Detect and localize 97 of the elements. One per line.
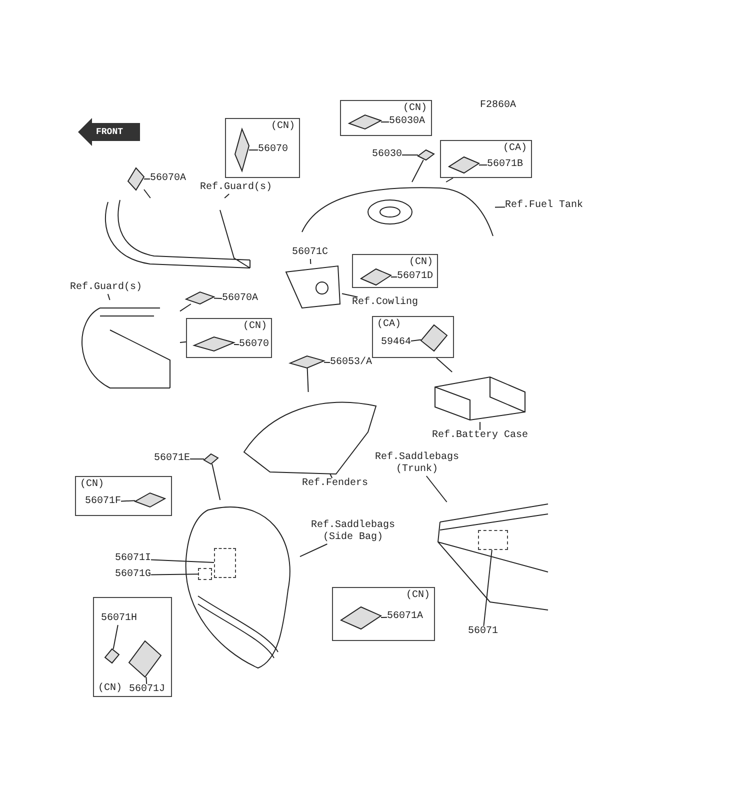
decal-drawing: [128, 168, 144, 190]
region-code: (CA): [377, 319, 402, 330]
inset-frame: [352, 254, 438, 288]
reference-label: Ref.Saddlebags (Trunk): [372, 452, 462, 476]
reference-label: Ref.Guard(s): [70, 282, 142, 294]
leader-line: [426, 476, 448, 502]
leader-line: [446, 178, 454, 182]
part-number: 56071E: [154, 453, 190, 465]
dashed-outline: [198, 568, 212, 580]
leader-line: [180, 304, 192, 312]
reference-label: Ref.Battery Case: [432, 430, 528, 442]
part-number: 56071G: [115, 569, 152, 581]
reference-label: Ref.Fuel Tank: [505, 200, 584, 212]
dashed-outline: [214, 548, 236, 578]
leader-line: [390, 276, 398, 278]
decal-drawing: [105, 649, 119, 663]
leader-line: [146, 676, 148, 684]
leader-line: [150, 574, 198, 576]
leader-line: [478, 164, 488, 166]
leader-line: [410, 339, 422, 342]
leader-line: [330, 474, 333, 478]
leader-line: [380, 616, 388, 618]
leader-line: [483, 550, 492, 626]
part-number: 56053/A: [330, 357, 372, 369]
part-number: 56070: [239, 339, 270, 351]
part-number: 56071H: [101, 613, 138, 625]
front-direction-sign: FRONT: [78, 118, 140, 146]
part-number: 56070: [258, 144, 288, 156]
part-number: 56030: [372, 149, 402, 161]
inset-frame: [93, 597, 172, 697]
leader-line: [144, 178, 150, 180]
part-number: 56071A: [387, 611, 424, 623]
part-number: 56071: [468, 626, 498, 638]
leader-line: [412, 160, 424, 182]
leader-line: [310, 258, 312, 264]
reference-label: Ref.Fenders: [302, 478, 368, 490]
region-code: (CN): [408, 257, 433, 268]
part-number: 56071C: [292, 247, 328, 259]
part-number: 56071F: [85, 496, 122, 508]
inset-frame: [75, 476, 172, 516]
leader-line: [212, 464, 221, 500]
reference-label: Ref.Guard(s): [200, 182, 272, 194]
dashed-outline: [478, 530, 508, 550]
figure-code: F2860A: [480, 100, 516, 112]
leader-line: [402, 154, 418, 156]
reference-label: Ref.Cowling: [352, 297, 418, 309]
part-number: 56070A: [222, 293, 258, 305]
leader-line: [234, 344, 240, 346]
decal-drawing: [341, 607, 381, 629]
region-code: (CN): [406, 590, 430, 601]
leader-line: [342, 293, 358, 298]
part-number: 56070A: [150, 173, 186, 185]
leader-line: [300, 544, 328, 558]
inset-frame: [186, 318, 272, 358]
leader-line: [494, 206, 506, 208]
leader-line: [107, 294, 110, 300]
leader-line: [180, 341, 186, 343]
decal-drawing: [349, 115, 381, 129]
leader-line: [120, 500, 136, 502]
part-number: 56030A: [389, 116, 426, 128]
inset-frame: [225, 118, 300, 178]
decal-drawing: [421, 325, 447, 351]
part-number: 59464: [381, 337, 412, 349]
decal-drawing: [361, 269, 391, 285]
leader-line: [214, 298, 222, 299]
inset-frame: [440, 140, 532, 178]
decal-drawing: [194, 337, 234, 351]
leader-line: [190, 458, 204, 460]
leader-line: [150, 559, 214, 563]
region-code: (CA): [502, 143, 527, 154]
decal-drawing: [204, 454, 218, 464]
reference-label: Ref.Saddlebags (Side Bag): [308, 520, 398, 544]
region-code: (CN): [98, 683, 122, 694]
decal-drawing: [290, 356, 324, 368]
inset-frame: [340, 100, 432, 136]
region-code: (CN): [270, 121, 295, 132]
part-number: 56071D: [397, 271, 434, 283]
decal-drawing: [449, 157, 479, 173]
decal-drawing: [129, 641, 161, 677]
leader-line: [306, 368, 309, 392]
region-code: (CN): [242, 321, 267, 332]
leader-line: [224, 194, 230, 198]
leader-line: [144, 189, 151, 198]
decal-drawing: [418, 150, 434, 160]
part-number: 56071J: [129, 684, 166, 696]
leader-line: [112, 624, 118, 650]
inset-frame: [332, 587, 435, 641]
leader-line: [436, 358, 453, 372]
decal-drawing: [186, 292, 214, 304]
part-number: 56071I: [115, 553, 152, 565]
part-number: 56071B: [487, 159, 524, 171]
decal-drawing: [135, 493, 165, 507]
region-code: (CN): [402, 103, 427, 114]
leader-line: [324, 362, 330, 363]
decal-drawing: [235, 129, 249, 171]
region-code: (CN): [80, 479, 104, 490]
inset-frame: [372, 316, 454, 358]
